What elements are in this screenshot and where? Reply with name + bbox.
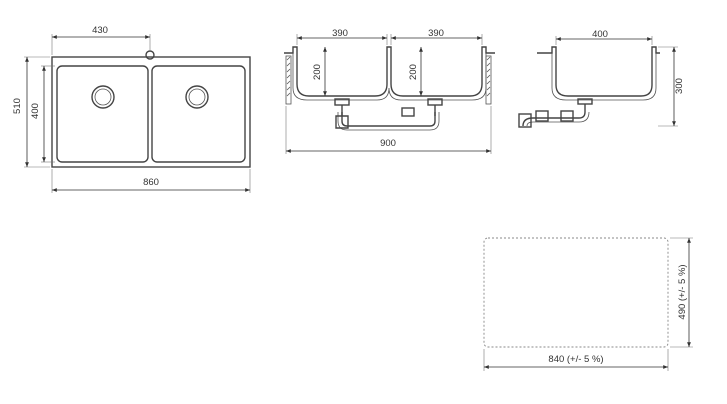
dim-outer-height-label: 510	[12, 98, 23, 114]
dim-bowl-right-label: 390	[428, 28, 444, 39]
sink-outline	[51, 56, 251, 168]
right-bowl	[151, 65, 246, 163]
cutout-outline	[483, 237, 669, 348]
dim-cutout-height-label: 490 (+/- 5 %)	[677, 264, 688, 319]
plan-view: 430 510 400 860	[12, 25, 251, 193]
dim-depth-left-label: 200	[312, 64, 323, 80]
right-drain-icon	[185, 85, 209, 109]
left-bowl	[56, 65, 149, 163]
dim-half-width-label: 430	[92, 25, 108, 36]
dim-side-bowl-label: 400	[592, 29, 608, 40]
side-sink-profile	[537, 46, 660, 97]
cutout-template: 490 (+/- 5 %) 840 (+/- 5 %)	[483, 237, 693, 371]
dim-bowl-height-label: 400	[30, 103, 41, 119]
dim-total-width-label: 860	[143, 177, 159, 188]
dim-depth-right-label: 200	[408, 64, 419, 80]
dim-side-height-label: 300	[674, 78, 685, 94]
dim-bowl-left-label: 390	[332, 28, 348, 39]
front-sink-profile	[284, 46, 495, 97]
left-drain-icon	[91, 85, 115, 109]
dim-overall-label: 900	[380, 138, 396, 149]
tap-hole-icon	[145, 50, 155, 60]
front-section-view: 390 390 200 200 900	[284, 28, 495, 154]
side-section-view: 400 300	[518, 29, 685, 128]
dim-cutout-width-label: 840 (+/- 5 %)	[548, 354, 603, 365]
